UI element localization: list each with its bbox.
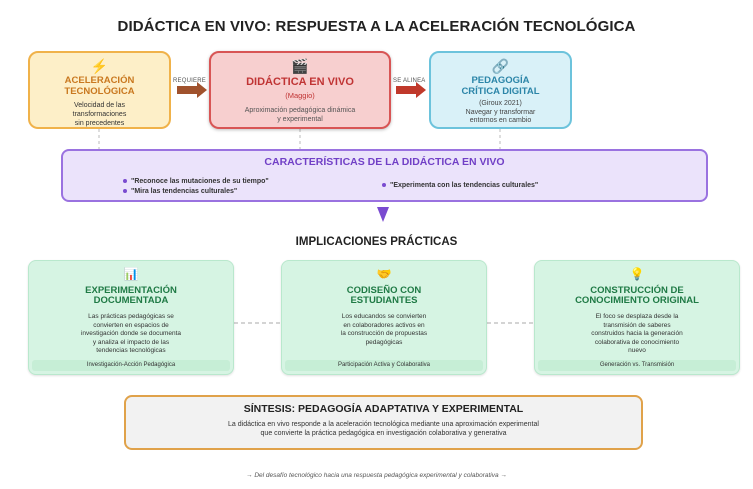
arrow-requiere (177, 82, 207, 98)
arrow-label-se-alinea: SE ALINEA (393, 78, 426, 84)
link-icon: 🔗 (491, 58, 510, 74)
synthesis-title: SÍNTESIS: PEDAGOGÍA ADAPTATIVA Y EXPERIM… (243, 403, 524, 415)
box-title: DIDÁCTICA EN VIVO (246, 76, 354, 88)
bullet-icon (123, 179, 127, 184)
bullet-icon (382, 183, 386, 188)
card-tag: Participación Activa y Colaborativa (285, 360, 483, 371)
lightbulb-icon: 💡 (629, 267, 645, 281)
bullet-icon (123, 189, 127, 194)
implications-title: IMPLICACIONES PRÁCTICAS (295, 236, 458, 248)
arrow-down-triangle (377, 207, 389, 222)
box-author: (Maggio) (285, 91, 315, 100)
characteristics-box: CARACTERÍSTICAS DE LA DIDÁCTICA EN VIVO … (61, 149, 708, 202)
arrow-label-requiere: REQUIERE (173, 78, 206, 84)
handshake-icon: 🤝 (376, 267, 392, 281)
box-didactica-en-vivo: 🎬 DIDÁCTICA EN VIVO (Maggio) Aproximació… (209, 51, 391, 129)
footer-caption: → Del desafío tecnológico hacia una resp… (246, 472, 507, 479)
characteristic-item: "Reconoce las mutaciones de su tiempo" (123, 178, 269, 185)
card-tag: Investigación-Acción Pedagógica (32, 360, 230, 371)
clapperboard-icon: 🎬 (291, 58, 309, 74)
synthesis-description: La didáctica en vivo responde a la acele… (228, 421, 539, 437)
characteristic-item: "Mira las tendencias culturales" (123, 188, 237, 195)
page-title: DIDÁCTICA EN VIVO: RESPUESTA A LA ACELER… (117, 18, 636, 35)
bar-chart-icon: 📊 (123, 267, 139, 281)
arrow-se-alinea (396, 82, 426, 98)
card-tag: Generación vs. Transmisión (538, 360, 736, 371)
characteristics-title: CARACTERÍSTICAS DE LA DIDÁCTICA EN VIVO (264, 156, 505, 168)
lightning-icon: ⚡ (90, 58, 109, 74)
synthesis-box: SÍNTESIS: PEDAGOGÍA ADAPTATIVA Y EXPERIM… (124, 395, 643, 450)
characteristic-item: "Experimenta con las tendencias cultural… (382, 182, 538, 189)
